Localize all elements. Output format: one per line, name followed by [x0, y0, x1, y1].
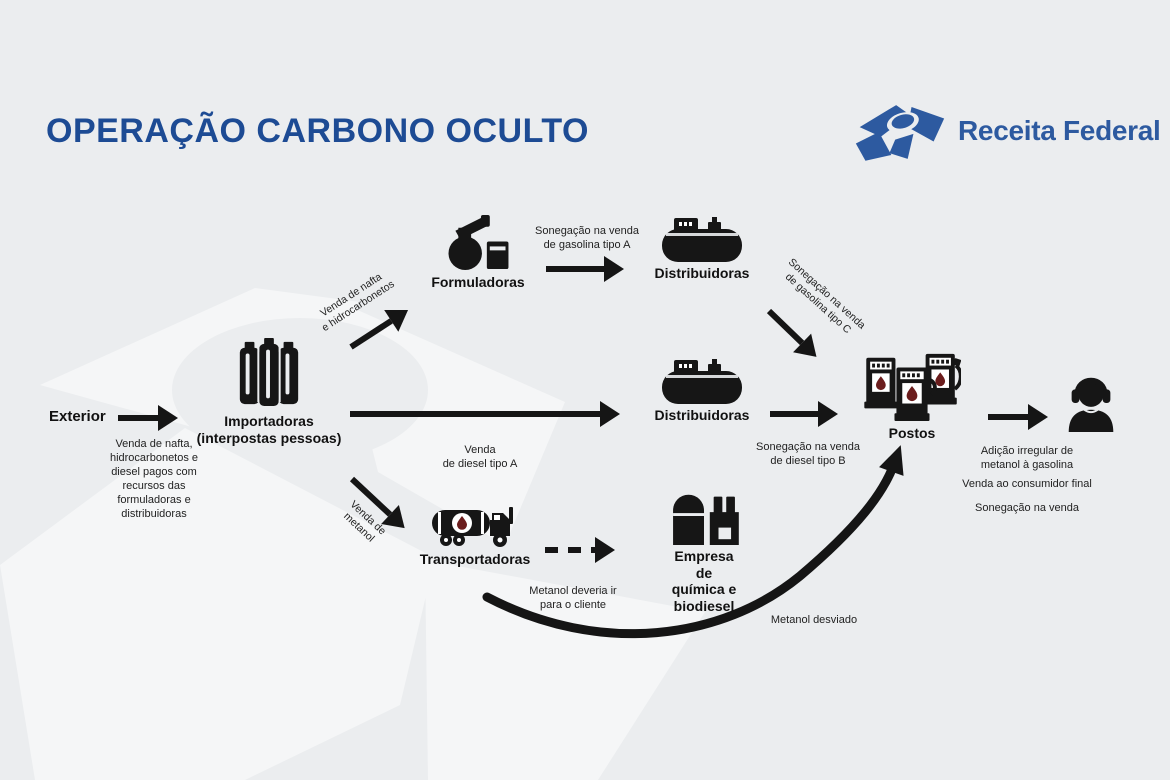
note-sonegacao-diesel-b: Sonegação na venda de diesel tipo B [756, 441, 860, 468]
arrow-distribuidoras-top-to-postos [766, 308, 805, 346]
receita-federal-logo: Receita Federal [852, 100, 1161, 162]
node-importadoras-label: Importadoras (interpostas pessoas) [196, 413, 342, 446]
arrow-postos-to-consumidor [988, 414, 1028, 420]
node-distribuidoras-top-label: Distribuidoras [654, 265, 750, 281]
tanker-truck-icon [432, 502, 518, 548]
node-distribuidoras-mid-label: Distribuidoras [654, 407, 750, 423]
note-venda-consumidor-final: Venda ao consumidor final [962, 478, 1092, 490]
node-consumidor-final [1062, 370, 1120, 432]
arrow-distribuidoras-mid-to-postos [770, 411, 818, 417]
refinery-columns-icon [237, 338, 301, 408]
note-sonegacao-na-venda: Sonegação na venda [975, 502, 1079, 514]
note-sonegacao-gasolina-c: Sonegação na venda de gasolina tipo C [782, 256, 868, 337]
fuel-tank-icon [662, 216, 742, 262]
arrow-exterior-to-importadoras [118, 415, 158, 421]
arrow-importadoras-to-distribuidoras-mid [350, 411, 600, 417]
node-distribuidoras-mid: Distribuidoras [655, 358, 749, 424]
chemical-plant-icon [668, 487, 740, 545]
node-distribuidoras-top: Distribuidoras [655, 216, 749, 282]
node-importadoras [236, 338, 302, 408]
receita-federal-logo-icon [852, 100, 948, 162]
person-icon [1062, 370, 1120, 432]
arrow-transportadoras-to-empresa-dashed [545, 547, 595, 553]
node-postos-label: Postos [888, 425, 936, 441]
node-transportadoras-label: Transportadoras [419, 551, 531, 567]
note-adicao-metanol: Adição irregular de metanol à gasolina [980, 445, 1074, 472]
arrow-formuladoras-to-distribuidoras [546, 266, 604, 272]
note-metanol-deveria-ir: Metanol deveria ir para o cliente [529, 585, 617, 612]
node-empresa-quimica-label: Empresa de química e biodiesel [671, 548, 737, 614]
note-sonegacao-gasolina-a: Sonegação na venda de gasolina tipo A [535, 225, 639, 252]
arrow-importadoras-to-formuladoras [349, 318, 393, 350]
node-formuladoras: Formuladoras [431, 214, 525, 291]
note-venda-nafta-hidrocarbonetos: Venda de nafta e hidrocarbonetos [318, 270, 397, 335]
node-formuladoras-label: Formuladoras [431, 274, 525, 290]
fuel-pumps-icon [863, 350, 961, 422]
chemistry-flask-icon [445, 214, 511, 271]
node-exterior: Exterior [49, 408, 106, 425]
receita-federal-logo-text: Receita Federal [958, 115, 1161, 146]
note-venda-nafta-diesel: Venda de nafta, hidrocarbonetos e diesel… [109, 438, 199, 521]
fuel-tank-icon [662, 358, 742, 404]
page-title: OPERAÇÃO CARBONO OCULTO [46, 112, 589, 150]
note-metanol-desviado: Metanol desviado [770, 614, 858, 626]
note-venda-diesel-a: Venda de diesel tipo A [442, 444, 518, 471]
node-postos: Postos [862, 350, 962, 442]
node-empresa-quimica: Empresa de química e biodiesel [666, 487, 742, 614]
node-transportadoras: Transportadoras [420, 502, 530, 568]
